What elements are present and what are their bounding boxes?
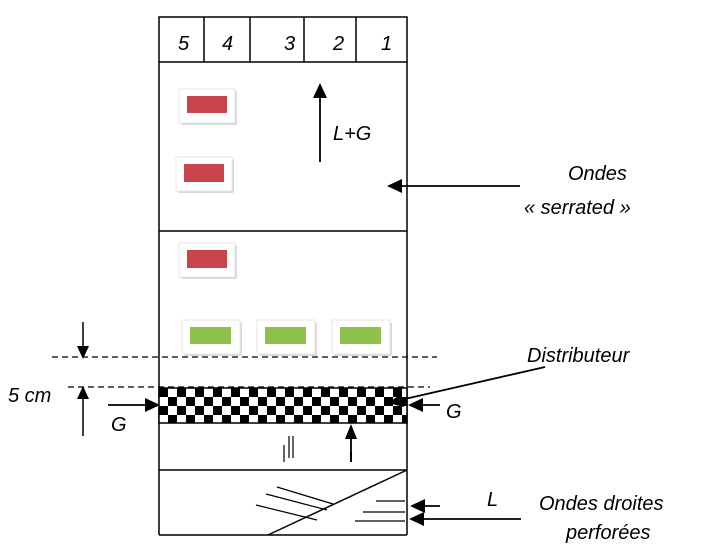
red-marker	[178, 242, 237, 279]
column-number-1: 1	[381, 33, 392, 55]
column-header: 5 4 3 2 1	[158, 16, 408, 63]
flow-label: L+G	[333, 123, 371, 145]
spacing-label: 5 cm	[8, 385, 51, 407]
green-marker	[256, 319, 317, 356]
red-markers	[175, 88, 237, 279]
gas-inlet-left-arrow	[108, 398, 160, 412]
gas-left-label: G	[111, 414, 127, 436]
distributeur-arrow	[388, 366, 546, 407]
flow-up-arrow	[313, 83, 327, 162]
dimension-arrow-down	[77, 346, 89, 359]
column-number-3: 3	[284, 33, 295, 55]
perforees-label: perforées	[565, 522, 651, 544]
red-marker	[175, 156, 234, 193]
green-marker	[331, 319, 392, 356]
column-number-2: 2	[332, 33, 344, 55]
gas-inlet-right-arrow	[408, 398, 440, 412]
bottom-packing	[255, 469, 408, 536]
serrated-label: « serrated »	[524, 197, 631, 219]
green-markers	[181, 319, 392, 356]
ondes-droites-arrow	[409, 512, 521, 526]
ondes-label: Ondes	[568, 163, 627, 185]
packing-diagonal	[267, 469, 408, 536]
liquid-label: L	[487, 489, 498, 511]
ondes-droites-label: Ondes droites	[539, 493, 664, 515]
gas-right-label: G	[446, 401, 462, 423]
liquid-inlet-arrow	[410, 499, 440, 513]
column-number-4: 4	[222, 33, 233, 55]
green-marker	[181, 319, 242, 356]
dimension-arrow-up	[77, 386, 89, 399]
column-number-5: 5	[178, 33, 190, 55]
header-frame	[158, 16, 408, 63]
distributor-feed-arrow	[345, 424, 357, 462]
ondes-serrated-arrow	[387, 179, 520, 193]
column-body	[158, 62, 408, 536]
spacing-dimension	[52, 322, 437, 436]
red-marker	[178, 88, 237, 125]
rising-flow-marks	[283, 436, 294, 462]
distributor-band	[158, 387, 408, 424]
distributeur-label: Distributeur	[527, 345, 631, 367]
